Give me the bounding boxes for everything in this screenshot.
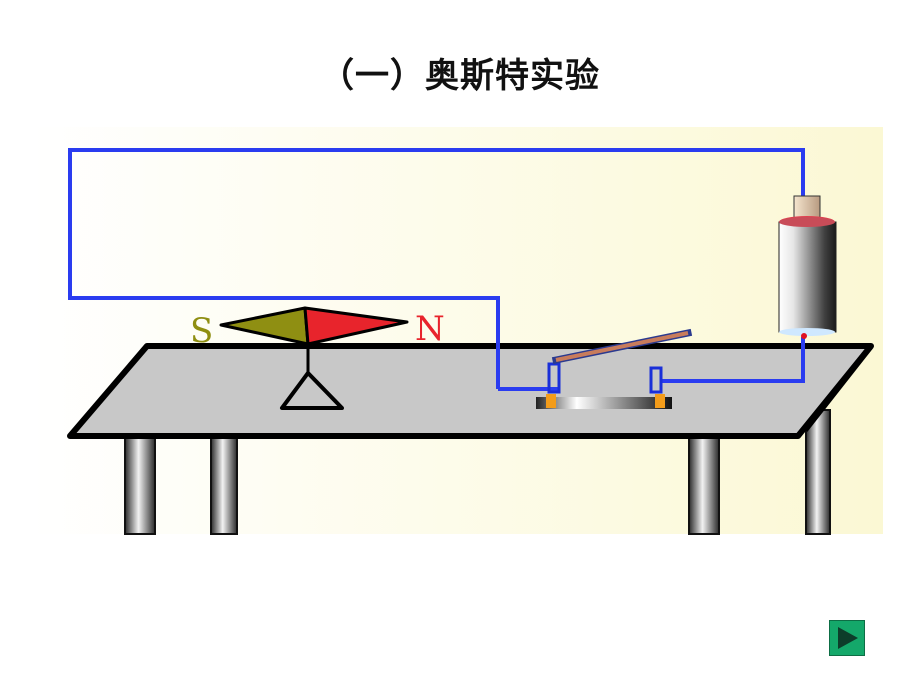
next-slide-button[interactable] — [829, 620, 865, 656]
magnetic-needle: S N — [190, 306, 445, 410]
play-triangle-icon — [838, 627, 858, 649]
switch-base — [536, 397, 672, 409]
battery-body — [778, 221, 837, 333]
scene-background — [32, 127, 883, 534]
table-top — [67, 343, 874, 439]
circuit-wire-return — [660, 337, 805, 383]
needle-stand-base — [280, 371, 344, 410]
table-leg — [688, 436, 720, 535]
south-pole-label: S — [190, 311, 213, 351]
north-pole-label: N — [415, 309, 445, 349]
knife-switch — [536, 328, 693, 409]
slide-title: （一）奥斯特实验 — [320, 56, 600, 96]
table-leg — [124, 436, 156, 535]
needle-north-half — [303, 306, 409, 346]
circuit-wire — [68, 148, 805, 389]
table-leg — [210, 431, 238, 535]
battery — [778, 195, 837, 339]
table-leg — [805, 409, 831, 535]
